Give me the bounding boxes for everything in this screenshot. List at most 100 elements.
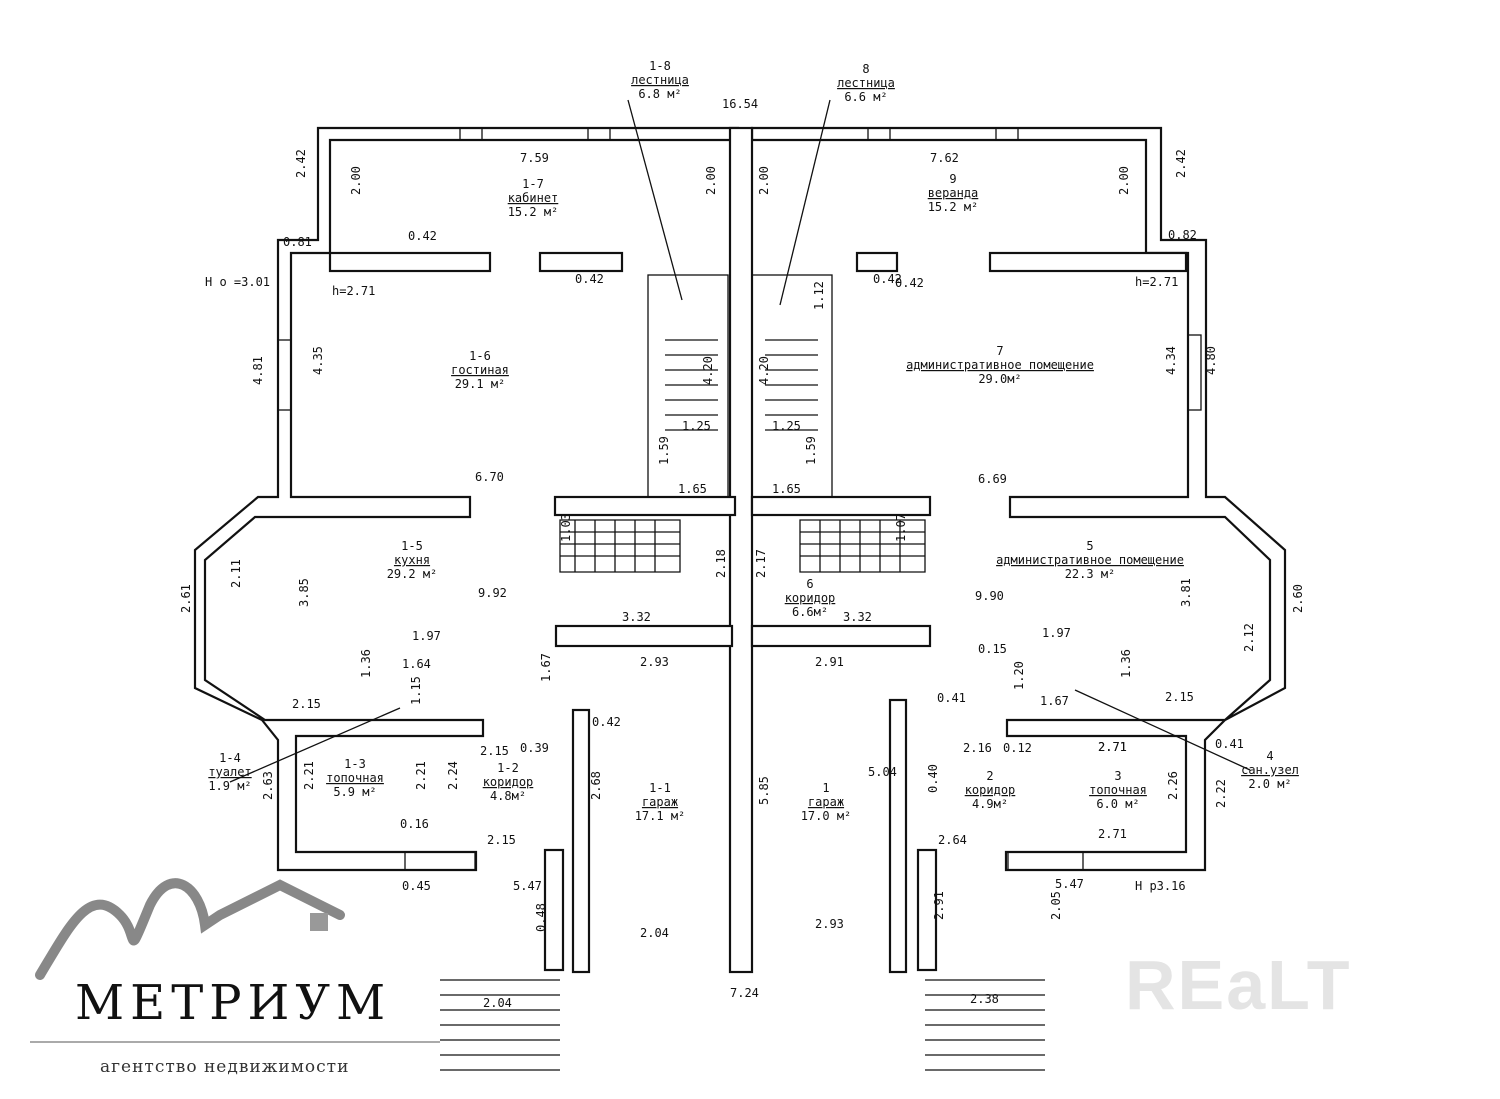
dimension-label: 7.59 — [520, 151, 549, 165]
room-area: 2.0 м² — [1248, 777, 1291, 791]
dimension-label: 2.63 — [261, 771, 275, 800]
dimension-label: 1.97 — [1042, 626, 1071, 640]
room-name: кабинет — [508, 191, 559, 205]
room-number: 2 — [986, 769, 993, 783]
dimension-label: 0.42 — [408, 229, 437, 243]
dimension-label: 7.62 — [930, 151, 959, 165]
dimension-label: 1.64 — [402, 657, 431, 671]
dimension-label: 1.15 — [409, 676, 423, 705]
dimension-label: 0.16 — [400, 817, 429, 831]
room-number: 1 — [822, 781, 829, 795]
dimension-label: 2.15 — [487, 833, 516, 847]
dimension-label: 2.93 — [815, 917, 844, 931]
room-number: 1-2 — [497, 761, 519, 775]
room-number: 1-8 — [649, 59, 671, 73]
dimension-label: 5.47 — [513, 879, 542, 893]
dimension-label: 1.65 — [772, 482, 801, 496]
dimension-label: 0.48 — [534, 903, 548, 932]
room-area: 6.6м² — [792, 605, 828, 619]
leader-lines — [229, 99, 1251, 783]
dimension-label: 1.25 — [772, 419, 801, 433]
room-number: 5 — [1086, 539, 1093, 553]
dimension-label: 5.04 — [868, 765, 897, 779]
room-number: 3 — [1114, 769, 1121, 783]
room-area: 4.9м² — [972, 797, 1008, 811]
dimension-label: 2.04 — [640, 926, 669, 940]
dimension-label: 0.42 — [592, 715, 621, 729]
company-tagline: агентство недвижимости — [100, 1057, 350, 1077]
dimension-label: 2.93 — [640, 655, 669, 669]
metrium-logo-mark — [35, 878, 345, 980]
dimension-label: 5.47 — [1055, 877, 1084, 891]
dimension-label: 2.71 — [1098, 827, 1127, 841]
dimension-label: 2.00 — [704, 166, 718, 195]
dimension-label: 4.81 — [251, 356, 265, 385]
room-name: топочная — [326, 771, 384, 785]
windows — [277, 127, 1202, 871]
room-area: 6.0 м² — [1096, 797, 1139, 811]
dimension-label: 3.81 — [1179, 578, 1193, 607]
dimension-label: 2.42 — [294, 149, 308, 178]
room-name: административное помещение — [996, 553, 1184, 567]
dimension-label: 2.91 — [932, 891, 946, 920]
dimension-label: 9.92 — [478, 586, 507, 600]
room-area: 6.6 м² — [844, 90, 887, 104]
dimension-label: 2.24 — [446, 761, 460, 790]
metrium-logo: МЕТРИУМ агентство недвижимости — [30, 845, 450, 1085]
logo-divider — [30, 1041, 440, 1043]
dimension-label: 6.70 — [475, 470, 504, 484]
dimension-label: 2.68 — [589, 771, 603, 800]
dimension-label: 2.04 — [483, 996, 512, 1010]
dimension-label: 0.15 — [978, 642, 1007, 656]
dimension-label: 4.80 — [1204, 346, 1218, 375]
room-name: гостиная — [451, 363, 509, 377]
room-area: 29.2 м² — [387, 567, 438, 581]
room-area: 29.1 м² — [455, 377, 506, 391]
dimension-label: 2.18 — [714, 549, 728, 578]
dimension-label: 1.25 — [682, 419, 711, 433]
room-number: 1-4 — [219, 751, 241, 765]
dimension-label: 1.65 — [678, 482, 707, 496]
dimension-label: 0.82 — [1168, 228, 1197, 242]
room-number: 1-3 — [344, 757, 366, 771]
room-number: 1-5 — [401, 539, 423, 553]
dimension-label: 0.41 — [937, 691, 966, 705]
dimension-label: 0.40 — [926, 764, 940, 793]
room-number: 8 — [862, 62, 869, 76]
dimension-label: 0.45 — [402, 879, 431, 893]
room-name: туалет — [208, 765, 251, 779]
dimension-label: 1.67 — [1040, 694, 1069, 708]
room-area: 17.0 м² — [801, 809, 852, 823]
dimension-label: 2.38 — [970, 992, 999, 1006]
dimension-label: 4.20 — [701, 356, 715, 385]
dimension-label: 1.59 — [804, 436, 818, 465]
dimension-label: 2.64 — [938, 833, 967, 847]
dimension-label: 1.59 — [657, 436, 671, 465]
room-name: коридор — [483, 775, 534, 789]
room-name: кухня — [394, 553, 430, 567]
dimension-label: 2.22 — [1214, 779, 1228, 808]
dimension-label: 2.15 — [1165, 690, 1194, 704]
room-name: лестница — [631, 73, 689, 87]
room-area: 29.0м² — [978, 372, 1021, 386]
room-name: гараж — [642, 795, 678, 809]
stairs — [440, 274, 1045, 1071]
overall-bottom-width: 7.24 — [730, 986, 759, 1000]
room-area: 1.9 м² — [208, 779, 251, 793]
room-area: 6.8 м² — [638, 87, 681, 101]
room-area: 5.9 м² — [333, 785, 376, 799]
room-area: 15.2 м² — [928, 200, 979, 214]
room-name: сан.узел — [1241, 763, 1299, 777]
dimension-label: 4.34 — [1164, 346, 1178, 375]
room-name: административное помещение — [906, 358, 1094, 372]
dimension-label: 0.12 — [1003, 741, 1032, 755]
